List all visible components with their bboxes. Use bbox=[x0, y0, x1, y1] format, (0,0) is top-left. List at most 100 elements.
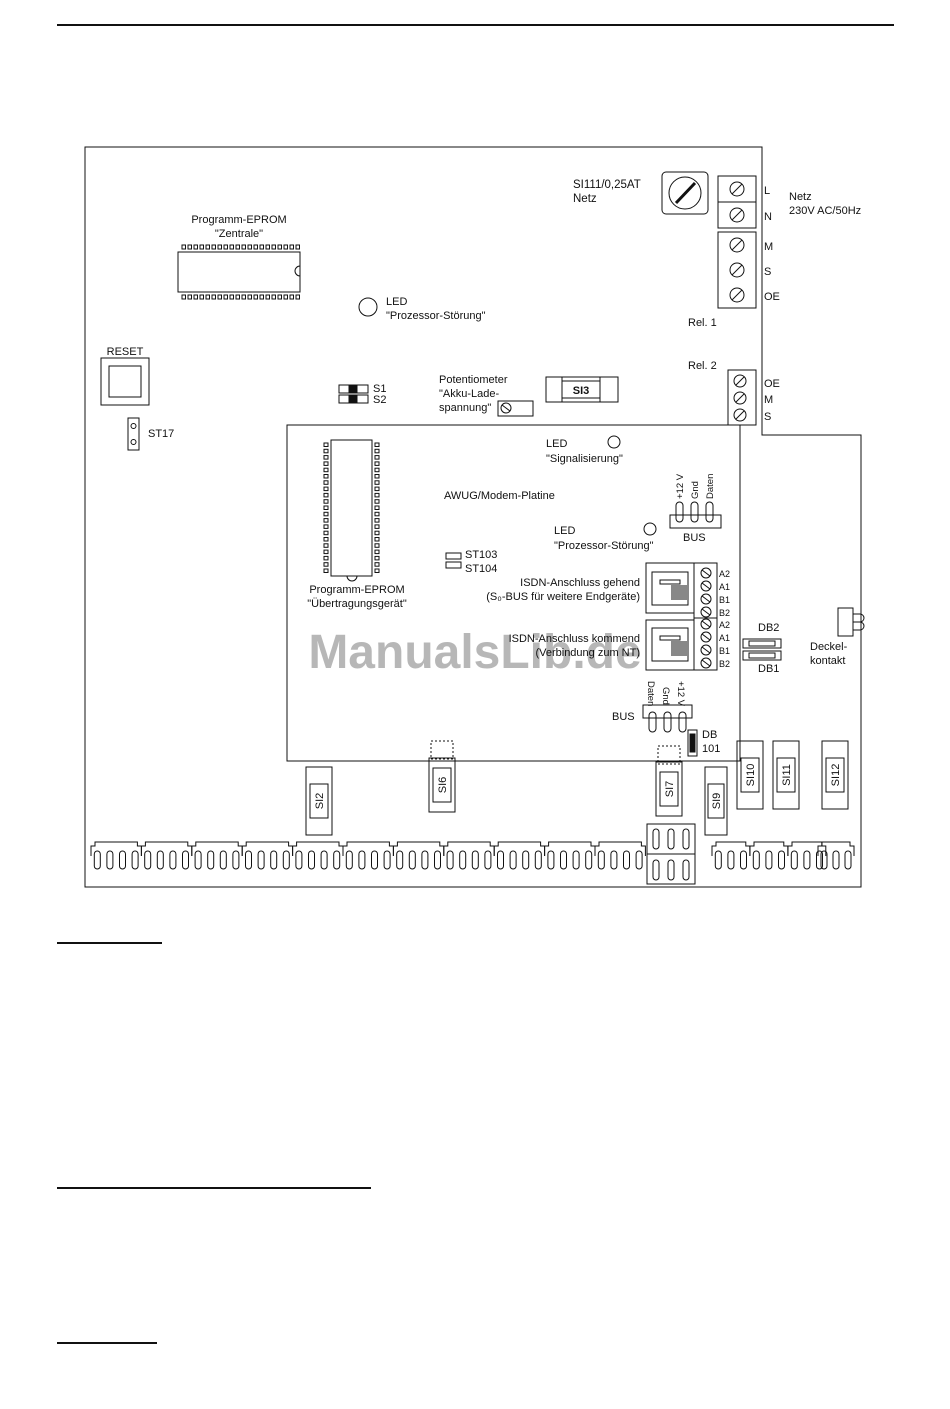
label-term2-a2: A2 bbox=[719, 620, 730, 630]
fuse-si11 bbox=[772, 740, 800, 810]
label-term2-b2: B2 bbox=[719, 659, 730, 669]
label-deckel-2: kontakt bbox=[810, 655, 845, 667]
fuse-si3 bbox=[545, 376, 619, 403]
section-rule-1 bbox=[57, 942, 162, 944]
deckelkontakt bbox=[837, 607, 854, 637]
label-si7: SI7 bbox=[664, 781, 676, 798]
label-term-a2: A2 bbox=[719, 569, 730, 579]
label-isdn-in-2: (Verbindung zum NT) bbox=[535, 647, 640, 659]
label-si12: SI12 bbox=[830, 764, 842, 787]
modem-board bbox=[286, 424, 741, 762]
led-signal bbox=[607, 435, 621, 449]
label-rel2-OE: OE bbox=[764, 378, 780, 390]
dip-switch-s1 bbox=[338, 384, 369, 394]
fuse-si6 bbox=[428, 757, 456, 813]
label-rel2-M: M bbox=[764, 394, 773, 406]
label-isdn-in-1: ISDN-Anschluss kommend bbox=[509, 633, 640, 645]
jumper-db101 bbox=[687, 729, 698, 757]
label-eprom-main-2: "Zentrale" bbox=[215, 228, 263, 240]
eprom-zentrale bbox=[177, 251, 301, 293]
potentiometer bbox=[497, 400, 534, 417]
fuse-si12 bbox=[821, 740, 849, 810]
label-term-b2: B2 bbox=[719, 608, 730, 618]
label-term2-a1: A1 bbox=[719, 633, 730, 643]
label-rel2: Rel. 2 bbox=[688, 360, 717, 372]
label-bus-bot: BUS bbox=[612, 711, 635, 723]
relay1-terminal bbox=[717, 231, 757, 309]
label-rel1-OE: OE bbox=[764, 291, 780, 303]
jumper-db1 bbox=[742, 650, 782, 661]
label-pot-3: spannung" bbox=[439, 402, 491, 414]
label-eprom-modem-2: "Übertragungsgerät" bbox=[307, 598, 407, 610]
label-pot-1: Potentiometer bbox=[439, 374, 508, 386]
label-bus-top-12v: +12 V bbox=[675, 473, 686, 499]
label-rel1-S: S bbox=[764, 266, 771, 278]
jumper-st104 bbox=[445, 561, 462, 569]
label-bus-bot-daten: Daten bbox=[645, 681, 656, 706]
jumper-st103 bbox=[445, 552, 462, 560]
jumper-st17 bbox=[127, 417, 140, 451]
label-bus-bot-12v: +12 V bbox=[675, 681, 686, 707]
label-st103: ST103 bbox=[465, 549, 497, 561]
label-awug: AWUG/Modem-Platine bbox=[444, 490, 555, 502]
label-led-sig-1: LED bbox=[546, 438, 567, 450]
label-term2-b1: B1 bbox=[719, 646, 730, 656]
label-si2: SI2 bbox=[314, 793, 326, 810]
label-bus-bot-gnd: Gnd bbox=[660, 687, 671, 705]
label-rel1-M: M bbox=[764, 241, 773, 253]
label-rel1: Rel. 1 bbox=[688, 317, 717, 329]
label-bus-top-gnd: Gnd bbox=[690, 481, 701, 499]
fuse-si9 bbox=[704, 766, 728, 836]
label-term-a1: A1 bbox=[719, 582, 730, 592]
label-bus-top: BUS bbox=[683, 532, 706, 544]
section-rule-3 bbox=[57, 1342, 157, 1344]
top-rule bbox=[57, 24, 894, 26]
label-bus-top-daten: Daten bbox=[705, 474, 716, 499]
label-db101-2: 101 bbox=[702, 743, 720, 755]
label-netz-spec: 230V AC/50Hz bbox=[789, 205, 861, 217]
label-pot-2: "Akku-Lade- bbox=[439, 388, 499, 400]
label-netz-N: N bbox=[764, 211, 772, 223]
label-si9: SI9 bbox=[711, 793, 723, 810]
label-st17: ST17 bbox=[148, 428, 174, 440]
bus-connector-bottom bbox=[642, 704, 693, 719]
fuse-si2 bbox=[305, 766, 333, 836]
label-led-modem-1: LED bbox=[554, 525, 575, 537]
bus-connector-top bbox=[669, 514, 722, 529]
led-modem-processor bbox=[643, 522, 657, 536]
label-netz-L: L bbox=[764, 185, 770, 197]
eprom-uebertragung bbox=[330, 439, 373, 577]
led-processor bbox=[358, 297, 378, 317]
label-fuse-main: SI111/0,25AT bbox=[573, 179, 641, 191]
relay2-terminal bbox=[727, 369, 757, 426]
label-st104: ST104 bbox=[465, 563, 497, 575]
label-deckel-1: Deckel- bbox=[810, 641, 848, 653]
label-fuse-main-sub: Netz bbox=[573, 193, 597, 205]
jumper-db2 bbox=[742, 638, 782, 649]
label-eprom-main-1: Programm-EPROM bbox=[191, 214, 286, 226]
label-led-proc-1: LED bbox=[386, 296, 407, 308]
label-si3: SI3 bbox=[573, 385, 590, 397]
label-db1: DB1 bbox=[758, 663, 779, 675]
label-netz-title: Netz bbox=[789, 191, 812, 203]
label-s1: S1 bbox=[373, 383, 386, 395]
label-led-sig-2: "Signalisierung" bbox=[546, 453, 623, 465]
label-isdn-out-1: ISDN-Anschluss gehend bbox=[520, 577, 640, 589]
label-term-b1: B1 bbox=[719, 595, 730, 605]
watermark: ManualsLib.de bbox=[308, 626, 641, 679]
fuse-si7 bbox=[655, 761, 683, 817]
label-rel2-S: S bbox=[764, 411, 771, 423]
label-db101-1: DB bbox=[702, 729, 717, 741]
dip-switch-s2 bbox=[338, 394, 369, 404]
label-eprom-modem-1: Programm-EPROM bbox=[309, 584, 404, 596]
label-db2: DB2 bbox=[758, 622, 779, 634]
fuse-si10 bbox=[736, 740, 764, 810]
label-si10: SI10 bbox=[745, 764, 757, 787]
label-s2: S2 bbox=[373, 394, 386, 406]
label-si11: SI11 bbox=[781, 764, 793, 786]
reset-button bbox=[100, 357, 150, 406]
label-si6: SI6 bbox=[437, 777, 449, 794]
label-led-proc-2: "Prozessor-Störung" bbox=[386, 310, 486, 322]
label-led-modem-2: "Prozessor-Störung" bbox=[554, 540, 654, 552]
